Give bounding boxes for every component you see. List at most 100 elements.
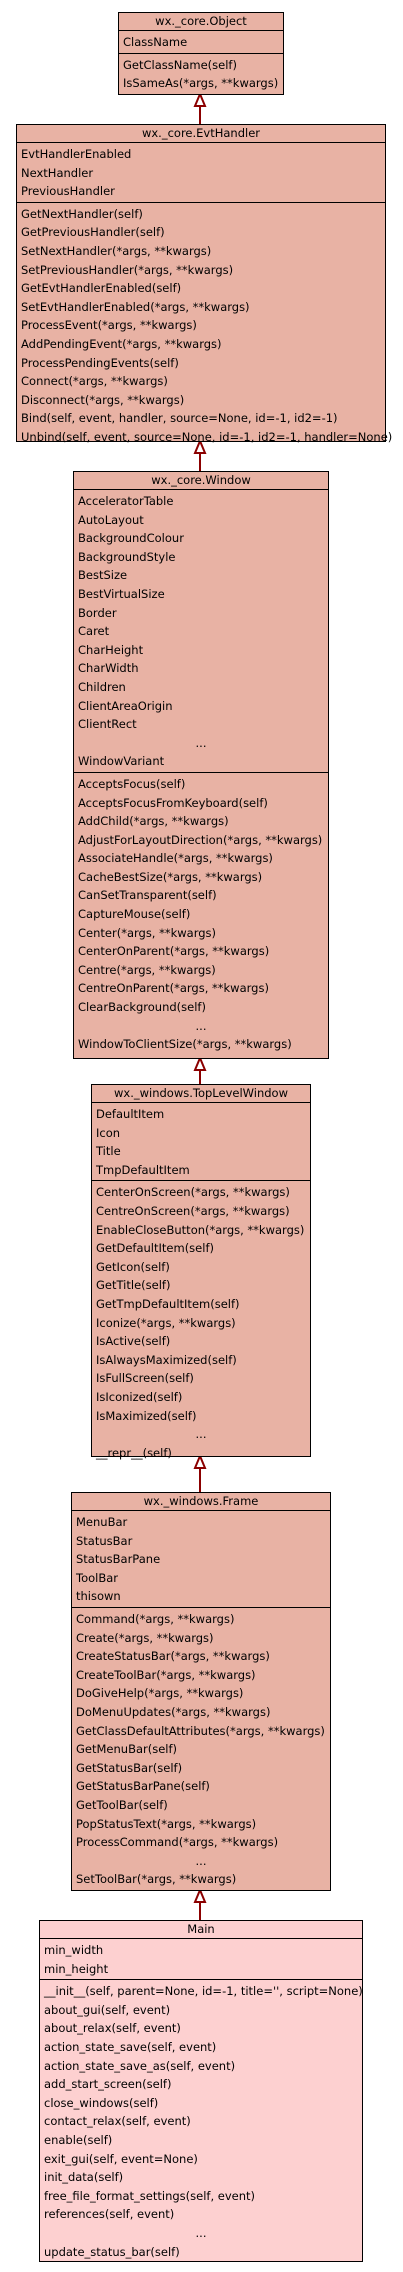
class-title: wx._windows.Frame [72, 1493, 330, 1511]
method-row: SetNextHandler(*args, **kwargs) [21, 243, 212, 258]
attribute-row: ClientAreaOrigin [78, 698, 173, 713]
class-title: Main [40, 1921, 362, 1939]
method-row: __init__(self, parent=None, id=-1, title… [44, 1984, 363, 1999]
attribute-row: BackgroundStyle [78, 549, 176, 564]
method-row: CenterOnScreen(*args, **kwargs) [96, 1185, 290, 1200]
method-row: Connect(*args, **kwargs) [21, 374, 168, 389]
methods-section: AcceptsFocus(self) AcceptsFocusFromKeyboa… [74, 773, 328, 1055]
ellipsis-row: ... [195, 1018, 207, 1033]
method-row: GetTitle(self) [96, 1278, 171, 1293]
class-title: wx._core.Window [74, 472, 328, 490]
attribute-row: Icon [96, 1125, 121, 1140]
method-row: free_file_format_settings(self, event) [44, 2188, 256, 2203]
attribute-row: WindowVariant [78, 754, 165, 769]
method-row: init_data(self) [44, 2170, 124, 2185]
method-row: Center(*args, **kwargs) [78, 925, 217, 940]
methods-section: Command(*args, **kwargs)Create(*args, **… [72, 1608, 330, 1890]
method-row: IsAlwaysMaximized(self) [96, 1352, 237, 1367]
method-row: CreateStatusBar(*args, **kwargs) [76, 1649, 270, 1664]
method-row: CanSetTransparent(self) [78, 888, 217, 903]
method-row: GetEvtHandlerEnabled(self) [21, 281, 182, 296]
class-title: wx._windows.TopLevelWindow [92, 1085, 310, 1103]
method-row: AddPendingEvent(*args, **kwargs) [21, 336, 222, 351]
attributes-section: min_width min_height [40, 1939, 362, 1981]
attribute-row: EvtHandlerEnabled [21, 147, 132, 161]
arrowhead-toplevel [193, 1453, 207, 1469]
attribute-row: DefaultItem [96, 1107, 165, 1121]
method-row: GetToolBar(self) [76, 1797, 168, 1812]
attribute-row: ToolBar [76, 1570, 119, 1585]
method-row: AdjustForLayoutDirection(*args, **kwargs… [78, 832, 323, 847]
method-row: ProcessEvent(*args, **kwargs) [21, 318, 197, 333]
attribute-row: TmpDefaultItem [96, 1162, 190, 1177]
method-row: CentreOnParent(*args, **kwargs) [78, 981, 269, 996]
methods-section: __init__(self, parent=None, id=-1, title… [40, 1980, 363, 2262]
method-row: update_status_bar(self) [44, 2244, 180, 2259]
method-row: CacheBestSize(*args, **kwargs) [78, 869, 263, 884]
method-row: references(self, event) [44, 2207, 175, 2222]
method-row: Unbind(self, event, source=None, id=-1, … [21, 429, 393, 444]
attribute-row: ClassName [123, 35, 188, 49]
method-row: action_state_save(self, event) [44, 2039, 217, 2054]
ellipsis-row: ... [195, 2225, 207, 2240]
attribute-row: ClientRect [78, 717, 137, 732]
method-row: GetStatusBar(self) [76, 1760, 183, 1775]
method-row: AssociateHandle(*args, **kwargs) [78, 851, 273, 866]
method-row: ProcessCommand(*args, **kwargs) [76, 1835, 279, 1850]
method-row: about_relax(self, event) [44, 2021, 181, 2036]
attribute-row: BestSize [78, 568, 128, 583]
method-row: AcceptsFocusFromKeyboard(self) [78, 795, 268, 810]
method-row: CreateToolBar(*args, **kwargs) [76, 1667, 256, 1682]
attribute-row: PreviousHandler [21, 184, 115, 199]
attribute-row: NextHandler [21, 165, 94, 180]
method-row: GetDefaultItem(self) [96, 1241, 214, 1256]
method-row: GetStatusBarPane(self) [76, 1779, 210, 1794]
method-row: GetClassDefaultAttributes(*args, **kwarg… [76, 1723, 325, 1738]
attribute-row: min_height [44, 1961, 109, 1976]
attribute-row: Children [78, 679, 126, 694]
attribute-row: AcceleratorTable [78, 494, 174, 508]
method-row: GetNextHandler(self) [21, 206, 143, 221]
method-row: Disconnect(*args, **kwargs) [21, 392, 185, 407]
class-title: wx._core.EvtHandler [17, 125, 385, 143]
attribute-row: BestVirtualSize [78, 586, 165, 601]
attribute-row: Caret [78, 624, 110, 639]
method-row: __repr__(self) [96, 1445, 172, 1460]
attribute-row: MenuBar [76, 1515, 128, 1529]
method-row: contact_relax(self, event) [44, 2114, 191, 2129]
method-row: AcceptsFocus(self) [78, 776, 186, 791]
method-row: SetEvtHandlerEnabled(*args, **kwargs) [21, 299, 250, 314]
methods-section: GetNextHandler(self)GetPreviousHandler(s… [17, 203, 393, 448]
method-row: ProcessPendingEvents(self) [21, 355, 179, 370]
method-row: DoGiveHelp(*args, **kwargs) [76, 1686, 244, 1701]
method-row: CaptureMouse(self) [78, 907, 191, 922]
arrowhead-window [193, 1055, 207, 1071]
method-row: enable(self) [44, 2132, 113, 2147]
method-row: CentreOnScreen(*args, **kwargs) [96, 1203, 290, 1218]
ellipsis-row: ... [195, 1427, 207, 1442]
arrowhead-object [193, 91, 207, 107]
class-box-main: Main min_width min_height __init__(self, … [39, 1920, 363, 2262]
method-row: ClearBackground(self) [78, 1000, 206, 1015]
ellipsis-row: ... [195, 735, 207, 750]
class-box-object: wx._core.Object ClassName GetClassName(s… [118, 12, 284, 95]
method-row: EnableCloseButton(*args, **kwargs) [96, 1222, 305, 1237]
attribute-row: Border [78, 605, 117, 620]
method-row: about_gui(self, event) [44, 2002, 171, 2017]
method-row: IsFullScreen(self) [96, 1371, 194, 1386]
attribute-row: Title [96, 1144, 121, 1159]
method-row: Bind(self, event, handler, source=None, … [21, 411, 338, 426]
attribute-row: min_width [44, 1943, 104, 1957]
class-title: wx._core.Object [119, 13, 283, 31]
method-row: IsSameAs(*args, **kwargs) [123, 76, 279, 91]
methods-section: CenterOnScreen(*args, **kwargs) CentreOnS… [92, 1181, 310, 1463]
method-row: Create(*args, **kwargs) [76, 1630, 214, 1645]
method-row: GetTmpDefaultItem(self) [96, 1296, 240, 1311]
method-row: IsIconized(self) [96, 1389, 183, 1404]
